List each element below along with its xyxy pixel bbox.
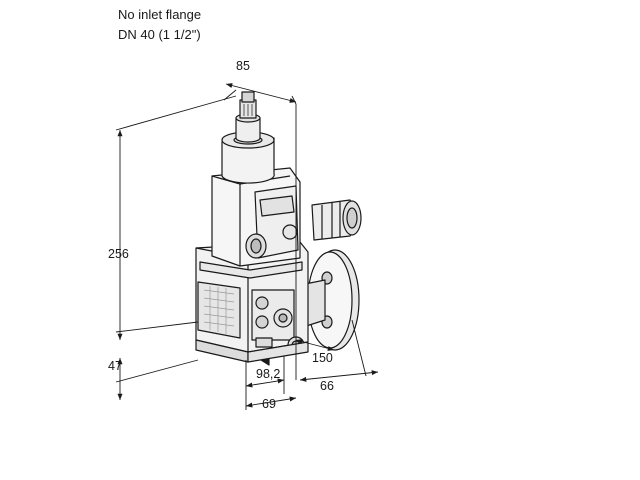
dim-outlet-depth: 66: [320, 379, 334, 393]
actuator-housing: [211, 167, 301, 267]
dimension-lines: [115, 83, 379, 410]
dim-flange-depth: 150: [312, 351, 333, 365]
caption-size: DN 40 (1 1/2"): [118, 27, 201, 42]
outlet-flange: [299, 249, 360, 351]
dim-base-width: 69: [262, 397, 276, 411]
cable-gland: [311, 199, 362, 241]
caption-flange: No inlet flange: [118, 7, 202, 22]
dim-top-width: 85: [236, 59, 250, 73]
top-connector: [235, 91, 261, 143]
dim-height-lower: 47: [108, 359, 122, 373]
valve-body: [195, 91, 362, 366]
dim-height-total: 256: [108, 247, 129, 261]
dim-offset: 98,2: [256, 367, 280, 381]
